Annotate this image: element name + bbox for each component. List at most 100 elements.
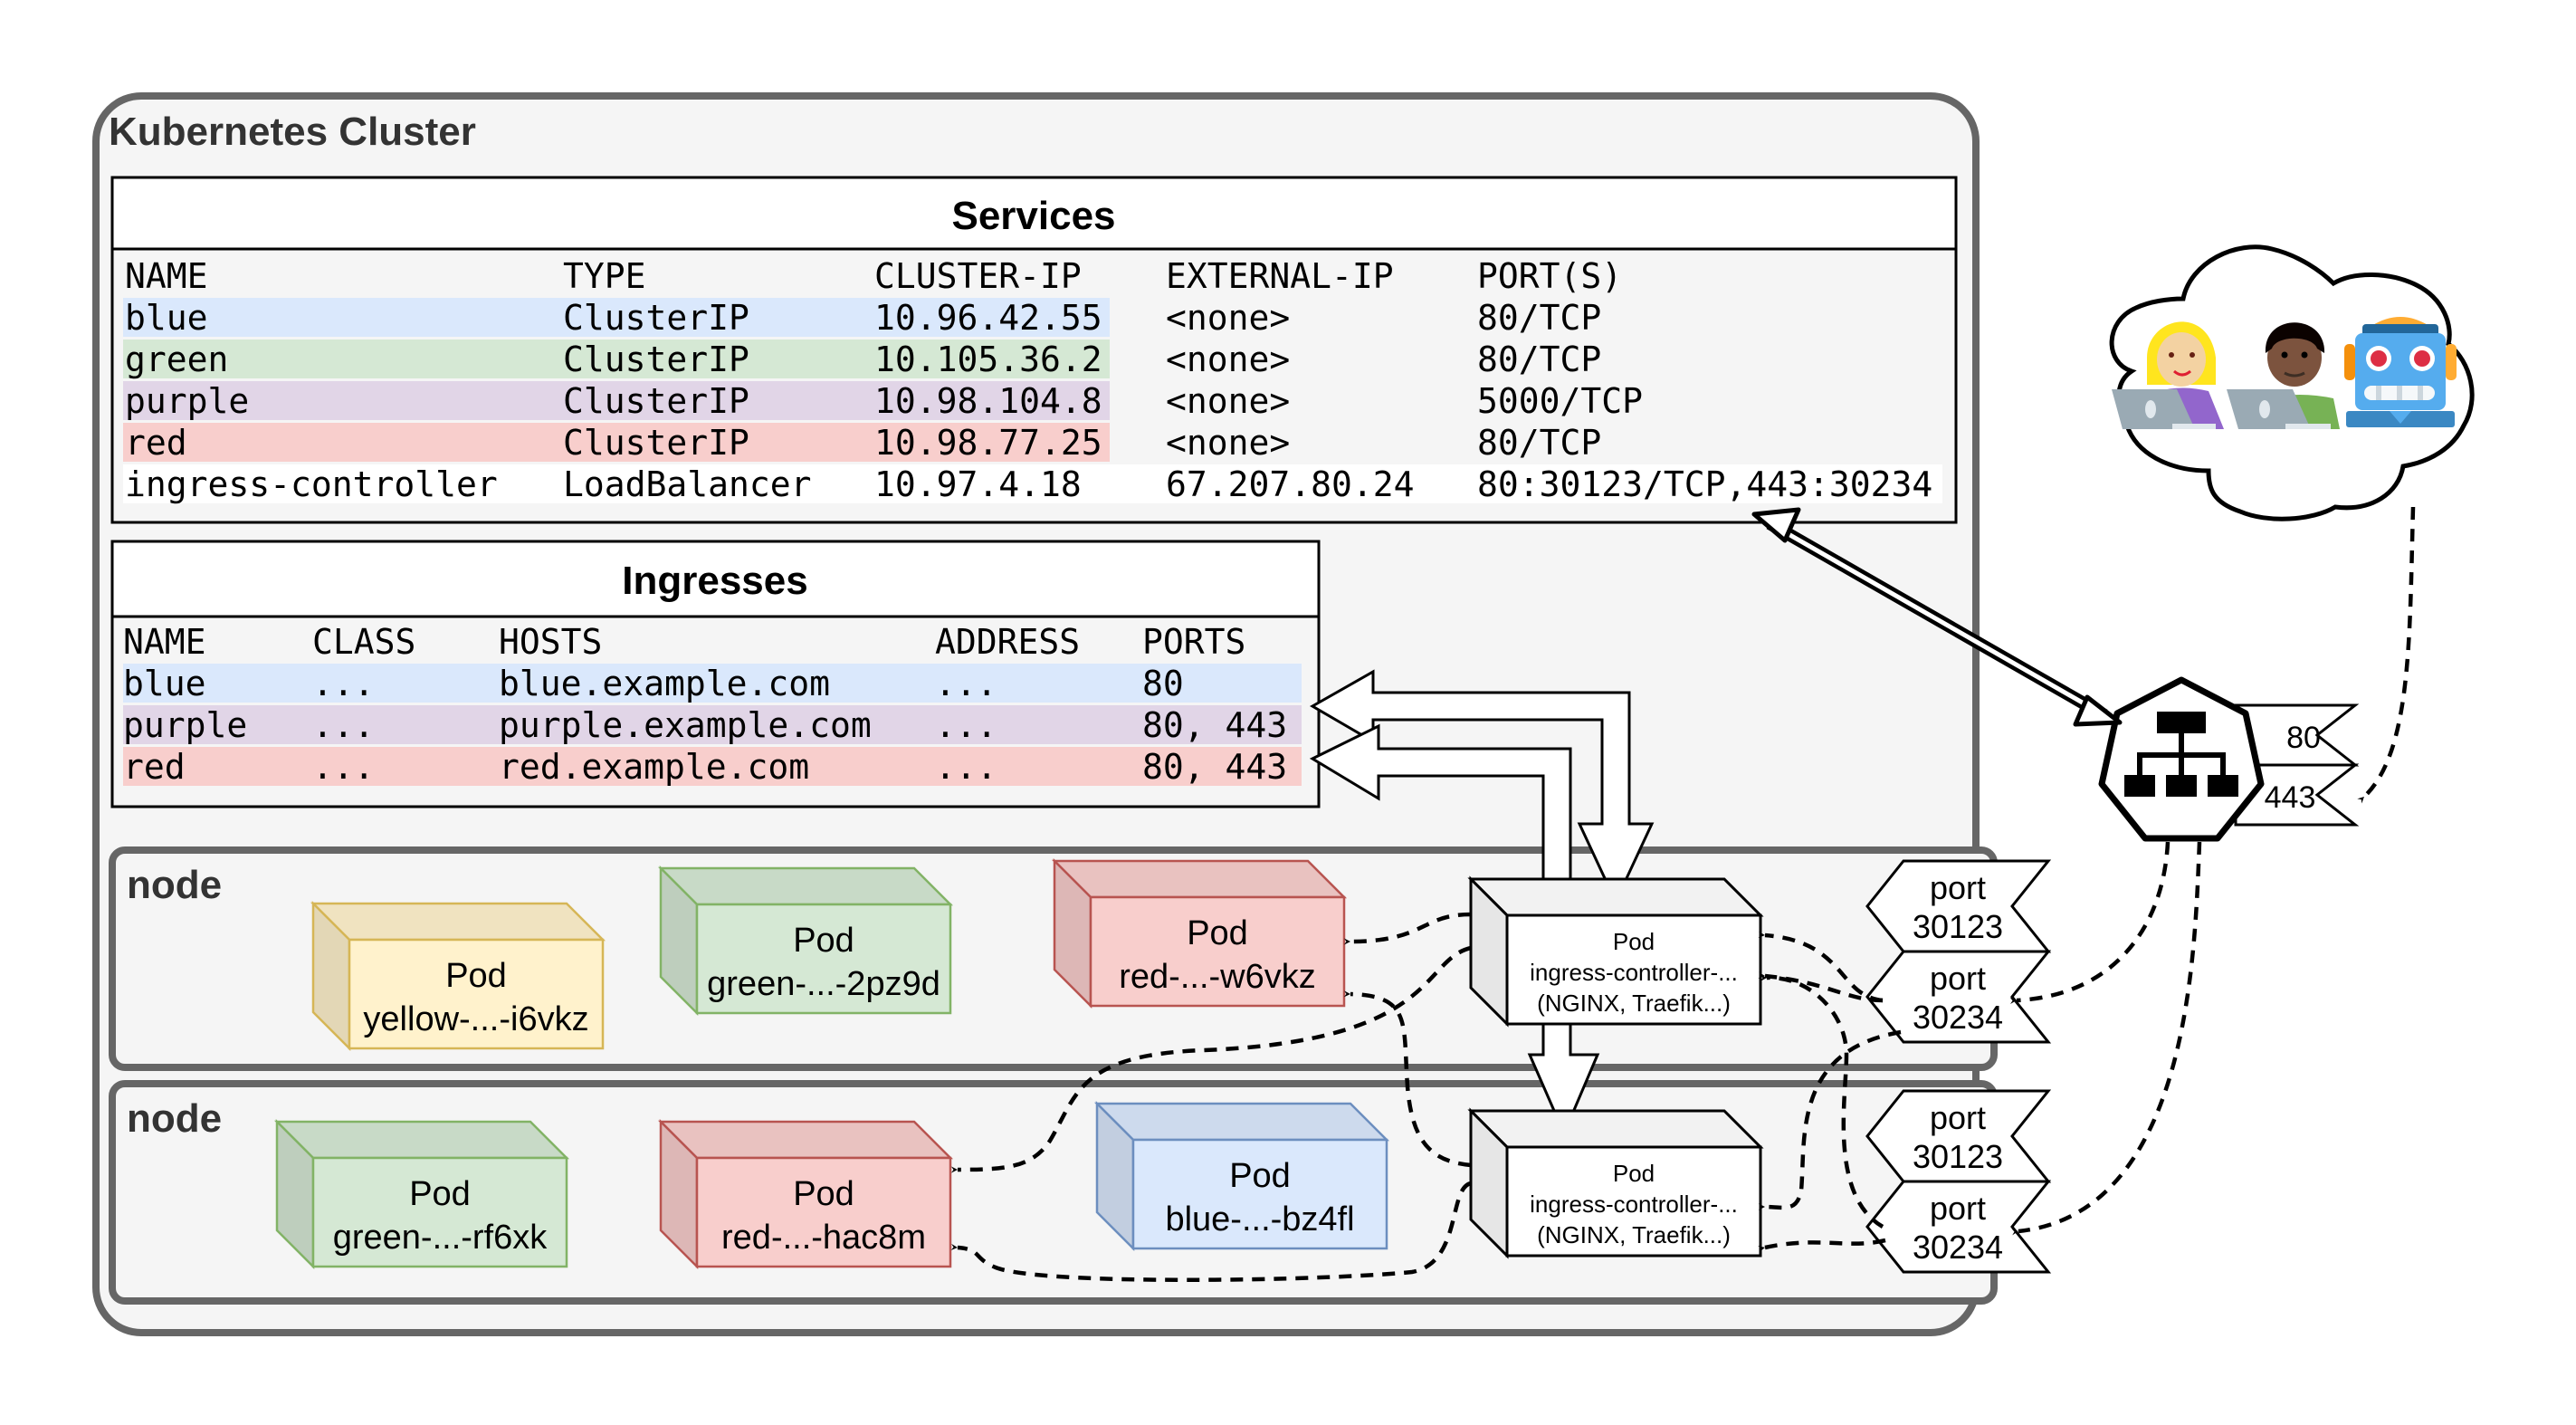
port-tag-shape xyxy=(1865,950,2052,1044)
services-cell: 10.98.104.8 xyxy=(874,381,1102,421)
port-tag-label: port xyxy=(1930,960,1986,997)
port-tag-label: port xyxy=(1930,869,1986,906)
ingresses-cell: 80, 443 xyxy=(1142,747,1287,787)
row-highlight xyxy=(123,423,1110,462)
services-cell: 5000/TCP xyxy=(1477,381,1643,421)
ingresses-header-class: CLASS xyxy=(312,622,415,662)
port-tag-number: 30234 xyxy=(1913,1229,2003,1266)
port-tag-number: 30234 xyxy=(1913,999,2003,1036)
ingresses-cell: blue xyxy=(123,664,206,703)
port-tag-label: port xyxy=(1930,1099,1986,1136)
pod-front-face xyxy=(1505,1145,1762,1258)
ingresses-cell: ... xyxy=(312,664,375,703)
port-tag-number: 30123 xyxy=(1913,908,2003,945)
ingresses-header-hosts: HOSTS xyxy=(499,622,602,662)
node-label: node xyxy=(127,863,222,907)
services-cell: ingress-controller xyxy=(125,464,498,504)
ingresses-header-name: NAME xyxy=(123,622,206,662)
services-cell: red xyxy=(125,423,187,463)
ingresses-row: blue...blue.example.com...80 xyxy=(123,664,1302,703)
pod-name: ingress-controller-... xyxy=(1530,1191,1738,1218)
pod-name: blue-...-bz4fl xyxy=(1165,1200,1354,1239)
services-cell: ClusterIP xyxy=(563,381,749,421)
pod-front-face xyxy=(1505,913,1762,1026)
row-highlight xyxy=(123,747,1302,786)
pod-subtitle: (NGINX, Traefik...) xyxy=(1537,990,1731,1017)
flow-node2-port-to-ic2 xyxy=(1758,1238,1886,1253)
ingresses-cell: ... xyxy=(312,747,375,787)
woman-technologist-icon xyxy=(2112,321,2224,429)
services-cell: 10.105.36.2 xyxy=(874,340,1102,379)
port-tag-label: port xyxy=(1930,1190,1986,1227)
lb-port-80-label: 80 xyxy=(2286,721,2321,755)
row-highlight xyxy=(123,381,1110,420)
cluster-title: Kubernetes Cluster xyxy=(109,110,476,154)
pod-front-face xyxy=(348,938,605,1050)
pod-title: Pod xyxy=(1613,928,1655,955)
flow-ic1-to-red-hac8m xyxy=(950,945,1472,1173)
ingresses-cell: purple.example.com xyxy=(499,705,872,745)
ingresses-row: purple...purple.example.com...80, 443 xyxy=(123,705,1302,745)
route-arrow-down xyxy=(1527,1022,1600,1137)
pod-name: green-...-rf6xk xyxy=(333,1219,549,1257)
services-cell: 67.207.80.24 xyxy=(1166,464,1415,504)
pod-title: Pod xyxy=(1613,1160,1655,1187)
pod-front-face xyxy=(695,903,952,1015)
ingress-controller-pod[interactable]: Pod ingress-controller-... (NGINX, Traefik… xyxy=(1467,875,1764,1028)
services-header-port-s-: PORT(S) xyxy=(1477,256,1622,296)
services-cell: LoadBalancer xyxy=(563,464,812,504)
node-label: node xyxy=(127,1096,222,1141)
ingresses-cell: ... xyxy=(935,705,997,745)
ingresses-cell: 80, 443 xyxy=(1142,705,1287,745)
flow-cloud-to-lb-443 xyxy=(2357,506,2416,804)
services-cell: green xyxy=(125,340,228,379)
pod-top-face xyxy=(273,1120,570,1160)
services-cell: 80/TCP xyxy=(1477,423,1601,463)
users-cloud xyxy=(2109,244,2475,521)
services-header-type: TYPE xyxy=(563,256,646,296)
load-balancer[interactable]: 80 443 xyxy=(2098,676,2360,842)
services-cell: 80:30123/TCP,443:30234 xyxy=(1477,464,1932,504)
pod-front-face xyxy=(1131,1138,1388,1250)
row-highlight xyxy=(123,464,1942,503)
ingresses-cell: 80 xyxy=(1142,664,1184,703)
pod-name: ingress-controller-... xyxy=(1530,959,1738,986)
flow-lb-to-node2-30234 xyxy=(2011,841,2202,1236)
services-cell: <none> xyxy=(1166,340,1290,379)
ingresses-cell: red.example.com xyxy=(499,747,809,787)
lb-port-tags: 80 443 xyxy=(2234,703,2360,827)
ingresses-title: Ingresses xyxy=(622,559,807,603)
services-cell: purple xyxy=(125,381,249,421)
pod-top-face xyxy=(657,866,954,906)
pod-title: Pod xyxy=(1229,1157,1291,1195)
pod-blue[interactable]: Pod blue-...-bz4fl xyxy=(1093,1100,1390,1252)
pod-name: green-...-2pz9d xyxy=(707,965,940,1003)
pod-top-face xyxy=(1093,1102,1390,1142)
pod-top-face xyxy=(1051,859,1348,899)
pod-front-face xyxy=(311,1156,568,1268)
row-highlight xyxy=(123,298,1110,337)
ingresses-row: red...red.example.com...80, 443 xyxy=(123,747,1302,787)
flow-ic1-to-red-w6vkz-a xyxy=(1343,912,1472,945)
services-title: Services xyxy=(951,194,1115,238)
services-cell: ClusterIP xyxy=(563,423,749,463)
ingresses-header-address: ADDRESS xyxy=(935,622,1080,662)
services-header-name: NAME xyxy=(125,256,208,296)
flow-ic2-to-red-w6vkz xyxy=(1343,990,1472,1168)
services-header-external-ip: EXTERNAL-IP xyxy=(1166,256,1394,296)
